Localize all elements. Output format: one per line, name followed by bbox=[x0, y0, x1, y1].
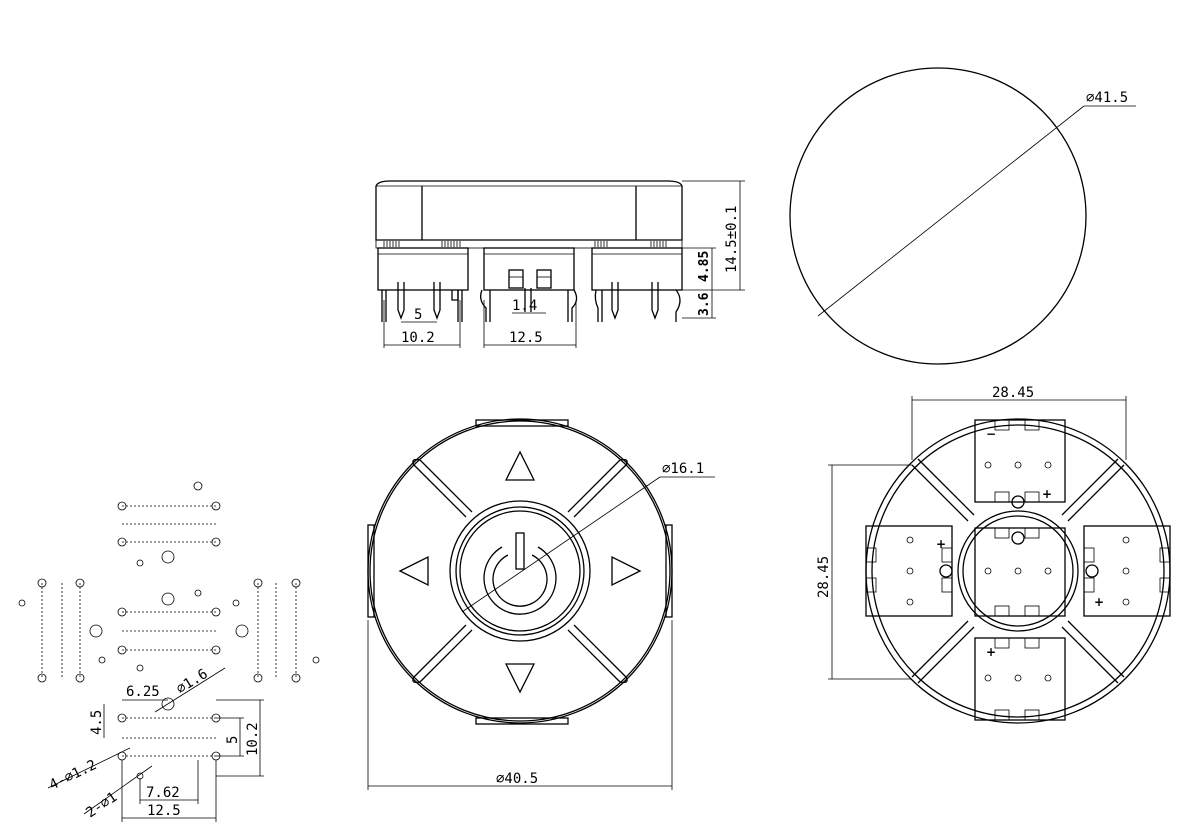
polarity-plus-bottom: + bbox=[986, 645, 996, 659]
dim-pin-pitch-left: 5 bbox=[414, 307, 422, 323]
dim-7-62: 7.62 bbox=[146, 785, 180, 801]
footprint-view: 6.25 ⌀1.6 4.5 5 10.2 4-⌀1.2 2-⌀1 7.62 12… bbox=[18, 481, 320, 822]
dim-holes-2: 2-⌀1 bbox=[83, 789, 120, 821]
dim-12-5: 12.5 bbox=[147, 803, 181, 819]
footprint-top bbox=[117, 481, 221, 567]
dim-6-25: 6.25 bbox=[126, 684, 160, 700]
dim-5: 5 bbox=[225, 736, 241, 744]
dim-hole-1-6: ⌀1.6 bbox=[174, 666, 211, 697]
polarity-plus-top: + bbox=[1042, 487, 1052, 501]
switch-body-center bbox=[483, 247, 575, 291]
dim-cap-diameter: ⌀41.5 bbox=[1086, 90, 1128, 106]
dim-upper: 4.85 bbox=[697, 251, 712, 282]
dim-outer: ⌀40.5 bbox=[496, 771, 538, 787]
dim-width-center: 12.5 bbox=[509, 330, 543, 346]
footprint-right bbox=[253, 578, 320, 683]
dim-holes-4: 4-⌀1.2 bbox=[47, 757, 99, 794]
footprint-middle bbox=[89, 589, 249, 672]
polarity-plus-left: + bbox=[936, 537, 946, 551]
pcb-view: − + + + + 28.45 28.45 bbox=[816, 385, 1171, 724]
dim-pin-center: 1.4 bbox=[512, 298, 537, 314]
dim-width-left: 10.2 bbox=[401, 330, 435, 346]
switch-center bbox=[974, 527, 1066, 617]
top-view: ⌀16.1 ⌀40.5 bbox=[367, 418, 715, 790]
side-view: 10.2 5 12.5 1.4 14.5±0.1 4.85 3.6 bbox=[375, 180, 745, 348]
dim-10-2: 10.2 bbox=[245, 722, 261, 756]
switch-bottom bbox=[974, 637, 1066, 721]
cap-circle bbox=[789, 67, 1087, 365]
serrations bbox=[383, 241, 667, 247]
switch-top bbox=[974, 419, 1066, 509]
power-icon bbox=[483, 532, 557, 615]
switch-right bbox=[1083, 525, 1171, 617]
polarity-plus-right: + bbox=[1094, 595, 1104, 609]
footprint-bottom bbox=[117, 697, 221, 780]
switch-body-right bbox=[591, 247, 683, 291]
cap-view: ⌀41.5 bbox=[789, 67, 1136, 365]
switch-left bbox=[865, 525, 953, 617]
dim-pcb-height: 28.45 bbox=[816, 556, 832, 598]
arrow-up-icon bbox=[504, 450, 536, 481]
center-button-ring bbox=[449, 500, 591, 642]
segment-separators bbox=[412, 458, 628, 684]
button-outer-circle bbox=[367, 418, 673, 724]
dim-center-button: ⌀16.1 bbox=[662, 461, 704, 477]
dim-lower: 3.6 bbox=[697, 292, 712, 316]
arrow-right-icon bbox=[611, 555, 642, 587]
polarity-minus-top: − bbox=[986, 427, 996, 441]
arrow-down-icon bbox=[504, 663, 536, 694]
switch-body-left bbox=[377, 247, 469, 291]
arrow-left-icon bbox=[398, 555, 429, 587]
dim-total-height: 14.5±0.1 bbox=[724, 206, 740, 273]
footprint-left bbox=[18, 578, 85, 683]
dim-pcb-width: 28.45 bbox=[992, 385, 1034, 401]
dim-4-5: 4.5 bbox=[89, 710, 105, 735]
